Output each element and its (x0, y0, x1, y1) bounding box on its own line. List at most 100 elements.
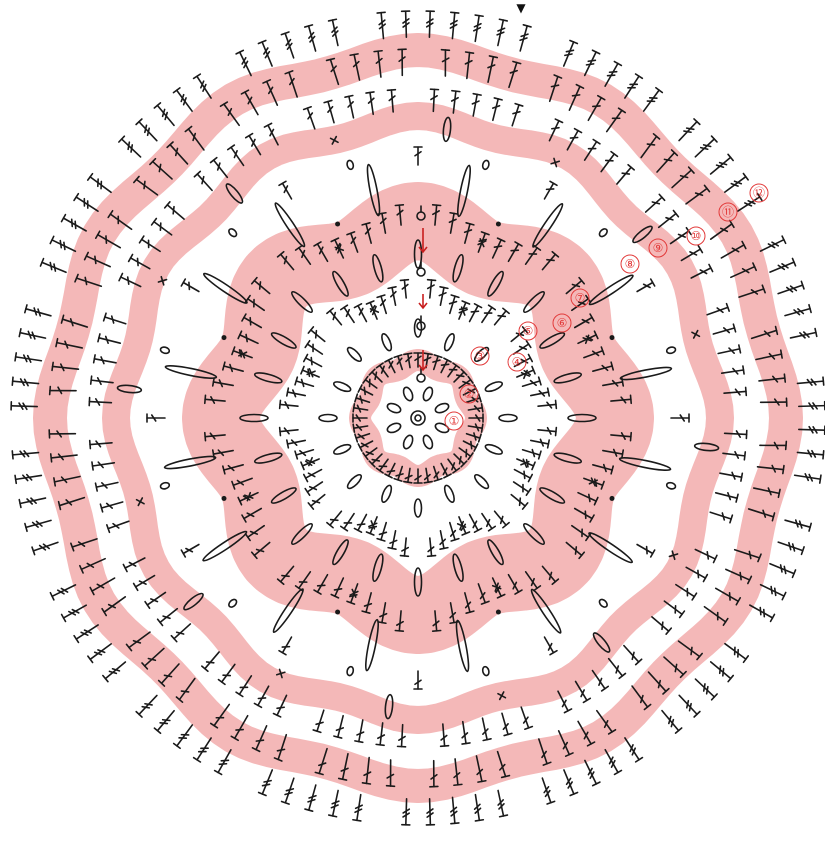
treble-crochet-stitch (494, 19, 507, 46)
treble-crochet-stitch (174, 723, 196, 749)
treble-crochet-stitch (103, 659, 128, 682)
treble-crochet-stitch (402, 799, 411, 825)
double-crochet-stitch (280, 400, 299, 410)
band-round-6-7 (221, 221, 615, 615)
treble-crochet-stitch (12, 377, 39, 387)
treble-crochet-stitch (448, 12, 458, 39)
svg-text:⑥: ⑥ (557, 316, 568, 330)
chain-stitch (386, 402, 402, 415)
double-crochet-stitch (426, 538, 436, 557)
treble-crochet-stitch (797, 448, 824, 458)
treble-crochet-stitch (15, 353, 42, 365)
treble-crochet-stitch (281, 32, 297, 59)
svg-text:②: ② (464, 387, 475, 401)
double-crochet-stitch (446, 295, 459, 315)
chain-stitch (402, 386, 415, 402)
chain-stitch (386, 422, 402, 435)
treble-crochet-stitch (88, 641, 114, 663)
treble-crochet-stitch (259, 768, 276, 795)
double-crochet-stitch (712, 324, 735, 338)
chain-stitch (443, 333, 456, 352)
double-crochet-stitch (509, 491, 528, 509)
double-crochet-stitch (521, 446, 541, 459)
svg-text:④: ④ (512, 355, 523, 369)
chain-stitch (499, 415, 517, 422)
double-crochet-stitch (295, 377, 315, 390)
chain-stitch (346, 473, 364, 491)
treble-crochet-stitch (676, 693, 700, 717)
double-crochet-stitch (621, 643, 642, 665)
svg-text:⑩: ⑩ (691, 229, 702, 243)
double-crochet-stitch (194, 171, 215, 193)
treble-crochet-stitch (799, 425, 825, 434)
treble-crochet-stitch (723, 640, 749, 662)
double-crochet-stitch (354, 304, 370, 324)
double-crochet-stitch (98, 334, 121, 347)
double-crochet-stitch (327, 308, 345, 327)
chain-stitch (484, 380, 503, 393)
double-crochet-stitch (280, 426, 299, 436)
treble-crochet-stitch (258, 40, 275, 67)
double-crochet-stitch (466, 513, 482, 533)
double-crochet-stitch (313, 709, 327, 732)
chain-stitch (598, 227, 609, 238)
chain-stitch (402, 434, 415, 450)
double-crochet-stitch (388, 287, 399, 306)
double-crochet-stitch (279, 181, 295, 201)
treble-crochet-stitch (516, 25, 531, 52)
double-crochet-stitch (414, 671, 422, 689)
double-crochet-stitch (334, 715, 347, 738)
double-crochet-stitch (400, 280, 410, 299)
treble-crochet-stitch (708, 154, 733, 177)
chain-stitch (443, 484, 456, 503)
treble-crochet-stitch (693, 136, 717, 160)
double-crochet-stitch (377, 521, 390, 541)
chain-stitch (422, 434, 435, 450)
double-crochet-stitch (717, 345, 740, 357)
chain-stitch (319, 415, 337, 422)
treble-crochet-stitch (426, 799, 435, 825)
treble-crochet-stitch (25, 305, 52, 320)
double-crochet-stitch (171, 621, 193, 642)
double-crochet-stitch (508, 104, 522, 127)
double-crochet-stitch (181, 279, 201, 295)
chain-stitch (666, 346, 676, 354)
treble-crochet-stitch (329, 790, 342, 817)
double-crochet-stitch (706, 304, 729, 319)
svg-text:⑧: ⑧ (625, 257, 636, 271)
double-crochet-stitch (614, 165, 634, 187)
chain-stitch (380, 333, 393, 352)
treble-crochet-stitch (790, 329, 817, 342)
treble-crochet-stitch (768, 258, 795, 275)
double-crochet-stitch (345, 96, 357, 119)
treble-crochet-stitch (539, 777, 555, 804)
double-crochet-stitch (635, 279, 655, 295)
treble-crochet-stitch (640, 88, 662, 114)
double-crochet-stitch (308, 491, 327, 509)
double-crochet-stitch (355, 719, 367, 742)
chain-stitch (484, 443, 503, 456)
treble-crochet-stitch (560, 40, 577, 67)
treble-crochet-stitch (799, 402, 825, 411)
treble-crochet-stitch (449, 797, 459, 824)
treble-crochet-stitch (40, 259, 67, 276)
chain-stitch (333, 443, 352, 456)
treble-crochet-stitch (305, 25, 320, 52)
treble-crochet-stitch (15, 471, 42, 483)
chain-stitch (160, 482, 170, 490)
treble-crochet-stitch (19, 494, 46, 507)
treble-crochet-stitch (136, 119, 160, 143)
double-crochet-stitch (100, 498, 123, 512)
double-crochet-stitch (287, 388, 306, 399)
treble-crochet-stitch (32, 539, 59, 555)
chain-stitch (415, 499, 422, 517)
double-crochet-stitch (304, 107, 319, 130)
start-marker: ▼ (516, 1, 526, 15)
double-crochet-stitch (308, 327, 327, 345)
round-label-8: ⑧ (621, 255, 639, 273)
double-crochet-stitch (671, 414, 689, 422)
svg-text:⑨: ⑨ (653, 241, 664, 255)
chain-stitch (434, 402, 450, 415)
double-crochet-stitch (324, 100, 338, 123)
double-crochet-stitch (211, 158, 231, 180)
